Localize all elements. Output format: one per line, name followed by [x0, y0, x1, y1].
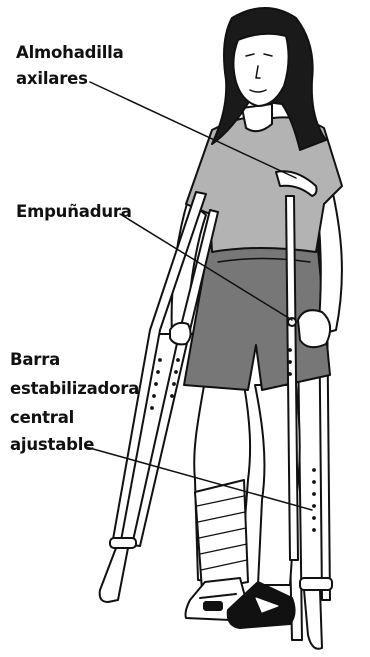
label-adjustable-bar-line1: Barra [10, 348, 60, 371]
leg-cast [195, 480, 248, 590]
label-adjustable-bar-line2: estabilizadora [10, 377, 139, 400]
right-hand [298, 310, 330, 347]
label-hand-grip: Empuñadura [16, 200, 132, 223]
label-axillary-pad-line2: axilares [16, 67, 88, 90]
label-axillary-pad-line1: Almohadilla [16, 41, 124, 64]
neck [242, 104, 272, 131]
label-adjustable-bar-line3: central [10, 406, 74, 429]
label-adjustable-bar-line4: ajustable [10, 433, 94, 456]
left-hand [170, 323, 191, 345]
